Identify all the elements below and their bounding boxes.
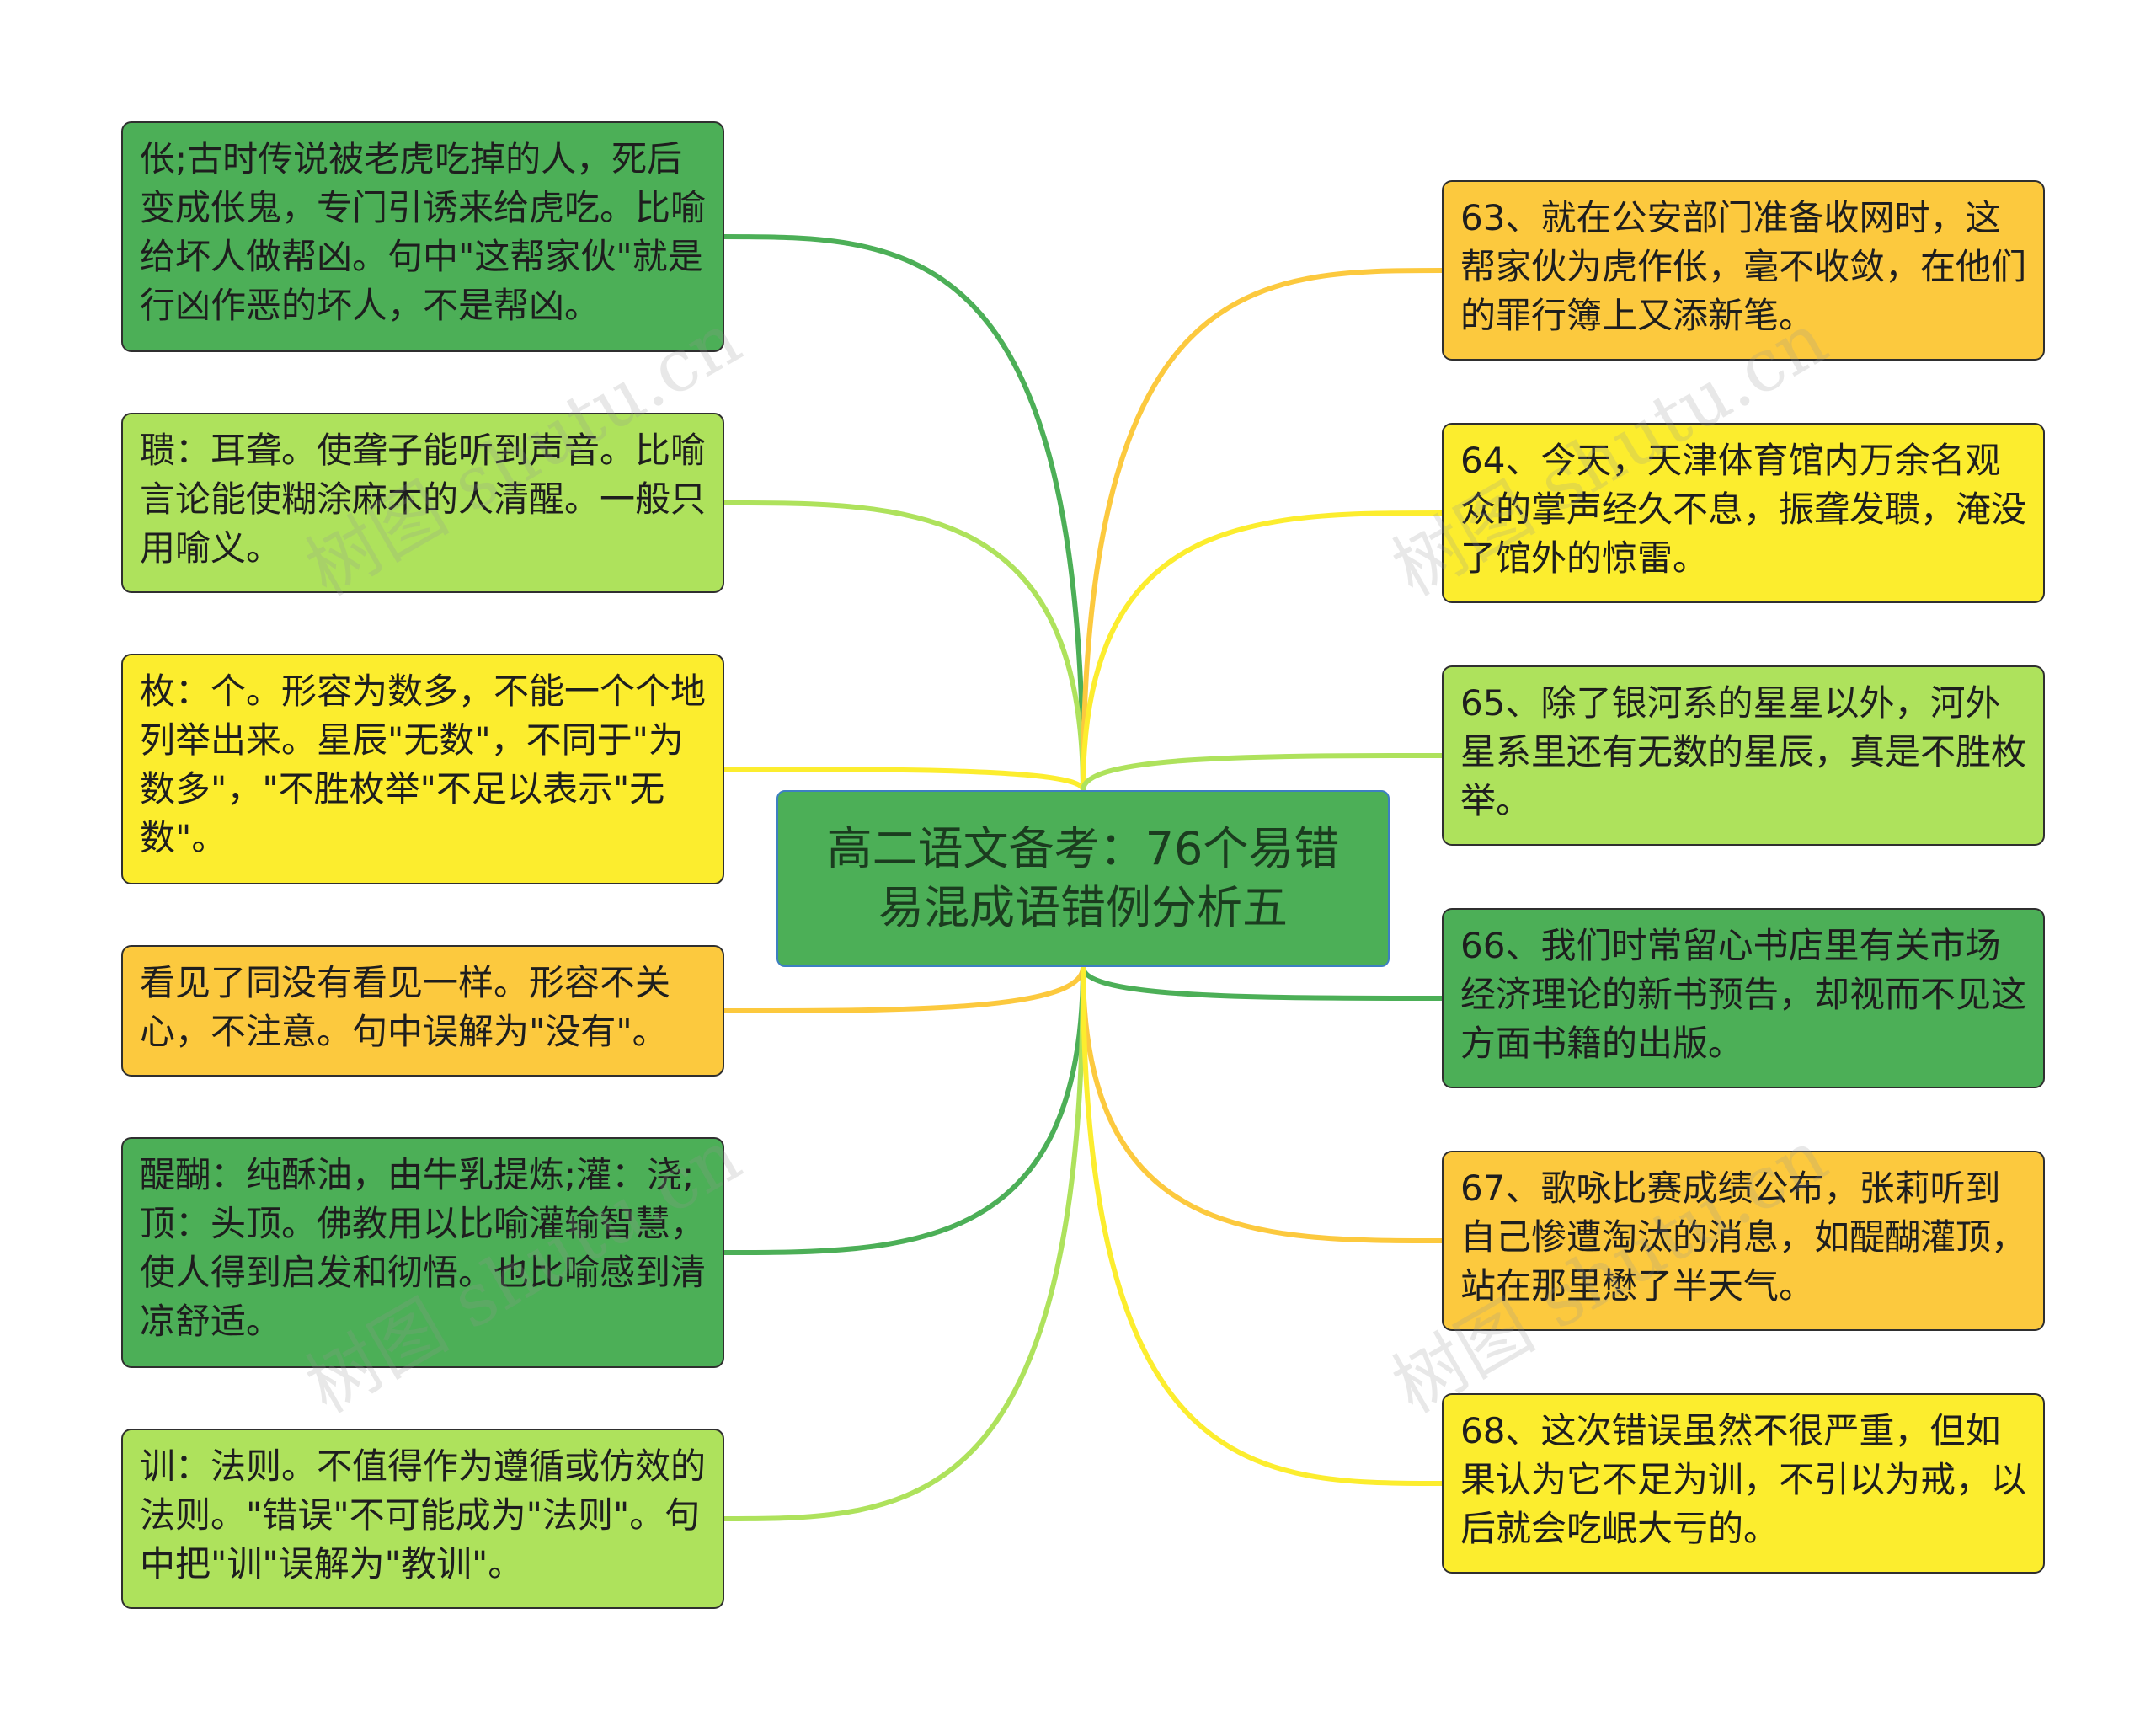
left-connector-1	[723, 234, 1086, 791]
left-node-2[interactable]: 聩：耳聋。使聋子能听到声音。比喻言论能使糊涂麻木的人清醒。一般只用喻义。	[121, 413, 724, 593]
root-topic-label: 高二语文备考：76个易错易混成语错例分析五	[826, 822, 1340, 934]
left-connector-2	[723, 500, 1086, 791]
left-connector-6	[723, 966, 1086, 1521]
left-node-6[interactable]: 训：法则。不值得作为遵循或仿效的法则。"错误"不可能成为"法则"。句中把"训"误…	[121, 1429, 724, 1609]
left-connector-5	[723, 966, 1086, 1255]
left-node-5[interactable]: 醍醐：纯酥油，由牛乳提炼;灌：浇;顶：头顶。佛教用以比喻灌输智慧，使人得到启发和…	[121, 1137, 724, 1368]
right-node-text: 63、就在公安部门准备收网时，这帮家伙为虎作伥，毫不收敛，在他们的罪行簿上又添新…	[1460, 197, 2027, 336]
left-node-text: 伥;古时传说被老虎吃掉的人，死后变成伥鬼，专门引诱来给虎吃。比喻给坏人做帮凶。句…	[140, 138, 707, 326]
right-node-3[interactable]: 65、除了银河系的星星以外，河外星系里还有无数的星辰，真是不胜枚举。	[1442, 665, 2045, 846]
left-node-text: 聩：耳聋。使聋子能听到声音。比喻言论能使糊涂麻木的人清醒。一般只用喻义。	[140, 430, 707, 569]
right-node-4[interactable]: 66、我们时常留心书店里有关市场经济理论的新书预告，却视而不见这方面书籍的出版。	[1442, 908, 2045, 1088]
right-node-text: 67、歌咏比赛成绩公布，张莉听到自己惨遭淘汰的消息，如醍醐灌顶，站在那里懋了半天…	[1460, 1168, 2027, 1307]
left-node-3[interactable]: 枚：个。形容为数多，不能一个个地列举出来。星辰"无数"，不同于"为数多"，"不胜…	[121, 654, 724, 884]
right-node-text: 66、我们时常留心书店里有关市场经济理论的新书预告，却视而不见这方面书籍的出版。	[1460, 925, 2027, 1064]
right-node-5[interactable]: 67、歌咏比赛成绩公布，张莉听到自己惨遭淘汰的消息，如醍醐灌顶，站在那里懋了半天…	[1442, 1151, 2045, 1331]
right-connector-1	[1081, 268, 1443, 791]
right-node-2[interactable]: 64、今天，天津体育馆内万余名观众的掌声经久不息，振聋发聩，淹没了馆外的惊雷。	[1442, 423, 2045, 603]
right-node-1[interactable]: 63、就在公安部门准备收网时，这帮家伙为虎作伥，毫不收敛，在他们的罪行簿上又添新…	[1442, 180, 2045, 361]
left-node-4[interactable]: 看见了同没有看见一样。形容不关心，不注意。句中误解为"没有"。	[121, 945, 724, 1077]
left-node-text: 看见了同没有看见一样。形容不关心，不注意。句中误解为"没有"。	[140, 962, 671, 1052]
left-node-text: 醍醐：纯酥油，由牛乳提炼;灌：浇;顶：头顶。佛教用以比喻灌输智慧，使人得到启发和…	[140, 1154, 707, 1342]
right-node-text: 68、这次错误虽然不很严重，但如果认为它不足为训，不引以为戒，以后就会吃岷大亏的…	[1460, 1410, 2027, 1549]
right-connector-4	[1081, 966, 1443, 1001]
right-node-6[interactable]: 68、这次错误虽然不很严重，但如果认为它不足为训，不引以为戒，以后就会吃岷大亏的…	[1442, 1393, 2045, 1574]
left-node-text: 训：法则。不值得作为遵循或仿效的法则。"错误"不可能成为"法则"。句中把"训"误…	[140, 1445, 707, 1584]
right-node-text: 65、除了银河系的星星以外，河外星系里还有无数的星辰，真是不胜枚举。	[1460, 682, 2027, 821]
left-node-text: 枚：个。形容为数多，不能一个个地列举出来。星辰"无数"，不同于"为数多"，"不胜…	[140, 671, 707, 858]
right-connector-3	[1081, 753, 1443, 791]
right-connector-5	[1081, 966, 1443, 1243]
root-topic[interactable]: 高二语文备考：76个易错易混成语错例分析五	[776, 790, 1390, 967]
right-connector-2	[1081, 510, 1443, 791]
left-node-1[interactable]: 伥;古时传说被老虎吃掉的人，死后变成伥鬼，专门引诱来给虎吃。比喻给坏人做帮凶。句…	[121, 121, 724, 352]
right-node-text: 64、今天，天津体育馆内万余名观众的掌声经久不息，振聋发聩，淹没了馆外的惊雷。	[1460, 440, 2027, 579]
left-connector-3	[723, 767, 1086, 792]
right-connector-6	[1081, 966, 1443, 1486]
left-connector-4	[723, 966, 1086, 1013]
